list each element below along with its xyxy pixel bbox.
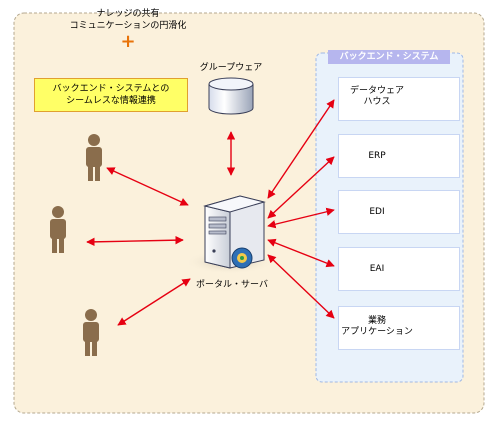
backend-system-business-app: 業務 アプリケーション [338,306,460,350]
portal-server-label: ポータル・サーバ [196,280,268,290]
highlight-line-1: バックエンド・システムとの [52,84,170,94]
person-icon [83,309,99,356]
person-icon [86,134,102,181]
connection-arrows [86,99,335,326]
arrow-person3-portal [117,278,191,326]
backend-system-edi: EDI [338,190,460,234]
knowledge-title: ナレッジの共有 コミュニケーションの円滑化 [48,8,208,32]
groupware-label: グループウェア [199,63,263,73]
system-label: EDI [369,207,385,217]
system-label-line-2: ハウス [363,97,391,107]
system-label-line-2: アプリケーション [341,327,413,337]
highlight-line-2: シームレスな情報連携 [66,96,156,106]
person-icon [50,206,66,253]
server-icon [203,195,266,269]
backend-system-dwh: データウェア ハウス [338,77,460,121]
arrow-person2-portal [86,235,184,247]
backend-title: バックエンド・システム [328,50,450,64]
system-label-line-1: 業務 [367,316,386,326]
database-icon [208,77,254,115]
backend-system-eai: EAI [338,247,460,291]
arrow-portal-app [267,254,335,319]
title-line-2: コミュニケーションの円滑化 [69,21,187,31]
system-label: EAI [369,264,385,274]
arrow-portal-edi [267,207,335,229]
backend-system-erp: ERP [338,134,460,178]
system-label-line-1: データウェア [349,86,404,96]
integration-highlight: バックエンド・システムとの シームレスな情報連携 [34,78,188,112]
plus-symbol: + [120,31,136,52]
system-label: ERP [368,151,386,161]
title-line-1: ナレッジの共有 [96,9,160,19]
arrow-person1-portal [106,167,189,206]
